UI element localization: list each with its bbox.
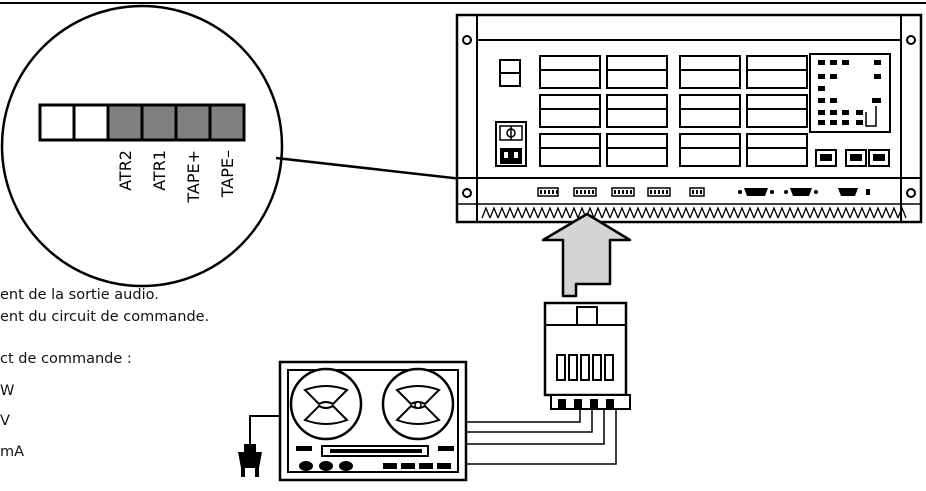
- terminal-cell: [38, 103, 76, 142]
- terminal-label: TAPE+: [184, 150, 203, 204]
- control-wires: [466, 409, 617, 465]
- magnifier-callout: ATR2 ATR1 TAPE+ TAPE–: [0, 4, 284, 288]
- terminal-connector-icon: [543, 301, 631, 410]
- insert-arrow-icon: [541, 212, 632, 298]
- rack-unit: [455, 13, 923, 224]
- module-slot: [606, 94, 668, 128]
- mount-hole: [906, 188, 916, 198]
- terminal-cell: [208, 103, 246, 142]
- magnifier-circle: [0, 4, 284, 288]
- rear-connector: [537, 187, 559, 197]
- module-slot: [606, 133, 668, 167]
- terminal-cell: [174, 103, 212, 142]
- dsub-connector: [784, 188, 818, 196]
- rack-inner-panel: [476, 14, 902, 223]
- module-slot: [679, 55, 741, 89]
- right-reel: [381, 367, 455, 441]
- rear-connector: [689, 187, 705, 197]
- module-slot: [679, 133, 741, 167]
- power-plug-icon: [238, 444, 262, 477]
- module-slots: [539, 55, 808, 167]
- rear-connectors: [537, 187, 870, 197]
- terminal-label: TAPE–: [218, 150, 237, 198]
- dsub-connector: [838, 188, 870, 196]
- terminal-cell: [140, 103, 178, 142]
- module-slot: [539, 133, 601, 167]
- rear-connector: [611, 187, 635, 197]
- left-reel: [289, 367, 363, 441]
- caption-current-rating: mA: [0, 444, 25, 460]
- terminal-cell: [72, 103, 110, 142]
- caption-control-circuit: ent du circuit de commande.: [0, 309, 210, 325]
- module-slot: [539, 55, 601, 89]
- caption-audio-output: ent de la sortie audio.: [0, 287, 159, 303]
- mount-hole: [462, 35, 472, 45]
- terminal-strip: ATR2 ATR1 TAPE+ TAPE–: [38, 103, 246, 204]
- caption-control-contact: ct de commande :: [0, 351, 132, 367]
- module-slot: [606, 55, 668, 89]
- power-cord: [249, 415, 280, 444]
- mount-hole: [906, 35, 916, 45]
- module-slot: [539, 94, 601, 128]
- terminal-label: ATR1: [150, 150, 169, 191]
- module-slot: [746, 94, 808, 128]
- caption-voltage-rating: V: [0, 413, 10, 429]
- module-slot: [746, 55, 808, 89]
- terminal-cell: [106, 103, 144, 142]
- network-jack-icon: [815, 149, 890, 167]
- module-slot: [679, 94, 741, 128]
- rear-connector: [573, 187, 597, 197]
- dsub-connector: [738, 188, 774, 196]
- caption-power-rating: W: [0, 383, 15, 399]
- mount-hole: [462, 188, 472, 198]
- rack-rear-hatching: [481, 206, 907, 219]
- control-panel: [809, 53, 891, 133]
- power-socket-icon: [495, 121, 527, 167]
- module-slot: [746, 133, 808, 167]
- reel-to-reel-tape-recorder-icon: [278, 360, 468, 482]
- terminal-label: ATR2: [116, 150, 135, 191]
- rear-connector: [647, 187, 671, 197]
